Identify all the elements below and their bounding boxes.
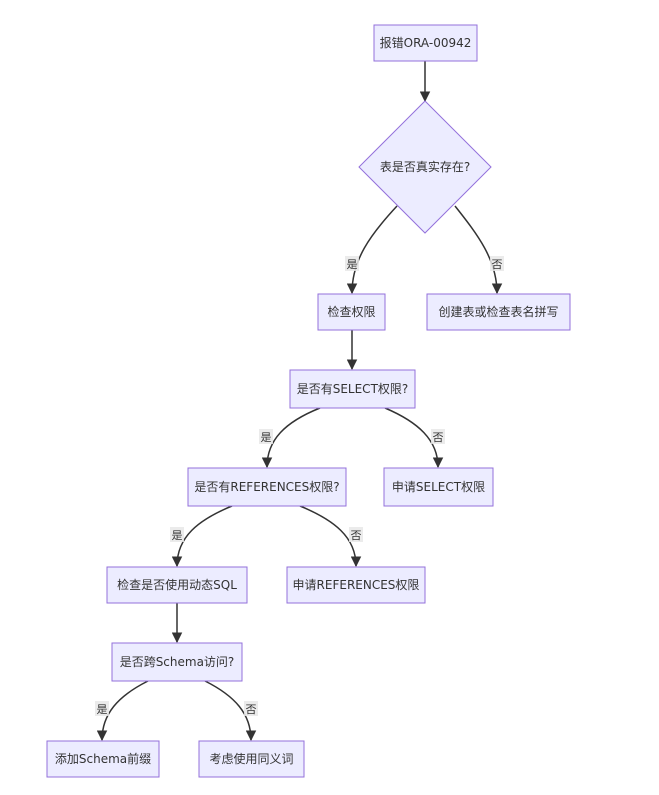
edge-select-yes <box>261 407 321 469</box>
node-create-table-or-check-name: 创建表或检查表名拼写 <box>426 293 571 331</box>
svg-text:申请REFERENCES权限: 申请REFERENCES权限 <box>293 578 420 592</box>
svg-text:是: 是 <box>172 529 183 542</box>
edge-label-no: 否 <box>244 701 258 716</box>
svg-text:是否有REFERENCES权限?: 是否有REFERENCES权限? <box>194 480 339 494</box>
svg-text:报错ORA-00942: 报错ORA-00942 <box>380 35 472 50</box>
svg-text:否: 否 <box>351 529 362 542</box>
edge-label-yes: 是 <box>170 527 184 542</box>
svg-text:检查权限: 检查权限 <box>327 304 375 319</box>
node-request-references-permission: 申请REFERENCES权限 <box>286 566 426 604</box>
svg-text:检查是否使用动态SQL: 检查是否使用动态SQL <box>117 577 237 592</box>
edge-references-yes <box>171 505 233 568</box>
edge-schema-yes <box>96 680 149 742</box>
edge-label-yes: 是 <box>95 701 109 716</box>
svg-text:是否有SELECT权限?: 是否有SELECT权限? <box>297 382 409 396</box>
edge-references-no <box>299 505 362 568</box>
node-has-select-decision: 是否有SELECT权限? <box>289 369 416 409</box>
svg-text:考虑使用同义词: 考虑使用同义词 <box>209 751 293 766</box>
node-add-schema-prefix: 添加Schema前缀 <box>46 740 160 778</box>
svg-text:创建表或检查表名拼写: 创建表或检查表名拼写 <box>438 304 558 319</box>
svg-text:是: 是 <box>347 258 358 271</box>
node-cross-schema-decision: 是否跨Schema访问? <box>111 642 243 682</box>
node-consider-synonym: 考虑使用同义词 <box>198 740 305 778</box>
svg-text:否: 否 <box>433 431 444 444</box>
svg-text:否: 否 <box>246 703 257 716</box>
svg-text:表是否真实存在?: 表是否真实存在? <box>380 159 470 174</box>
edge-label-no: 否 <box>490 256 504 271</box>
svg-text:添加Schema前缀: 添加Schema前缀 <box>55 751 151 766</box>
edge-label-no: 否 <box>431 429 445 444</box>
edge-label-yes: 是 <box>259 429 273 444</box>
edge-label-no: 否 <box>349 527 363 542</box>
edge-select-no <box>384 407 444 469</box>
svg-text:是: 是 <box>97 703 108 716</box>
edge-label-yes: 是 <box>345 256 359 271</box>
node-table-exists-decision: 表是否真实存在? <box>358 100 492 234</box>
node-has-references-decision: 是否有REFERENCES权限? <box>187 467 347 507</box>
svg-text:是: 是 <box>261 431 272 444</box>
edge-table-exists-no <box>454 205 503 295</box>
node-error-ora-00942: 报错ORA-00942 <box>373 24 478 62</box>
node-request-select-permission: 申请SELECT权限 <box>383 467 494 507</box>
edge-table-exists-yes <box>346 205 398 295</box>
node-check-permissions: 检查权限 <box>317 293 386 331</box>
svg-text:申请SELECT权限: 申请SELECT权限 <box>392 480 485 494</box>
edge-schema-no <box>204 680 257 742</box>
svg-text:否: 否 <box>492 258 503 271</box>
node-check-dynamic-sql: 检查是否使用动态SQL <box>106 566 248 604</box>
svg-text:是否跨Schema访问?: 是否跨Schema访问? <box>120 655 235 669</box>
